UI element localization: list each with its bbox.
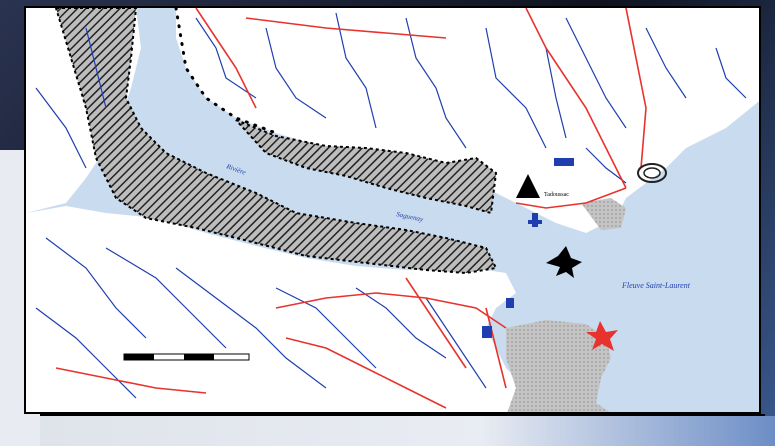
north-shore-land: [176, 8, 759, 233]
urban-area-2: [581, 198, 626, 230]
river-label: Fleuve Saint-Laurent: [621, 281, 691, 290]
paper-bottom: [40, 416, 775, 446]
map-frame: Tadoussac Saguenay Rivière Fleuve Saint-…: [24, 6, 761, 414]
scale-bar-icon: [123, 353, 250, 361]
dock-icon: [482, 158, 574, 338]
rivers: [35, 12, 747, 399]
shoal-icon: [637, 163, 667, 183]
urban-area: [506, 320, 611, 412]
shoal-inner: [643, 167, 661, 179]
map-canvas: Tadoussac Saguenay Rivière Fleuve Saint-…: [26, 8, 759, 412]
town-label: Tadoussac: [544, 192, 569, 198]
plane-icon: [546, 246, 582, 278]
roads: [55, 8, 647, 409]
triangle-marker-icon: [516, 174, 540, 198]
protected-area-hatch: [54, 8, 498, 275]
star-icon: [586, 321, 618, 351]
protected-area-hatch-2: [235, 119, 498, 215]
